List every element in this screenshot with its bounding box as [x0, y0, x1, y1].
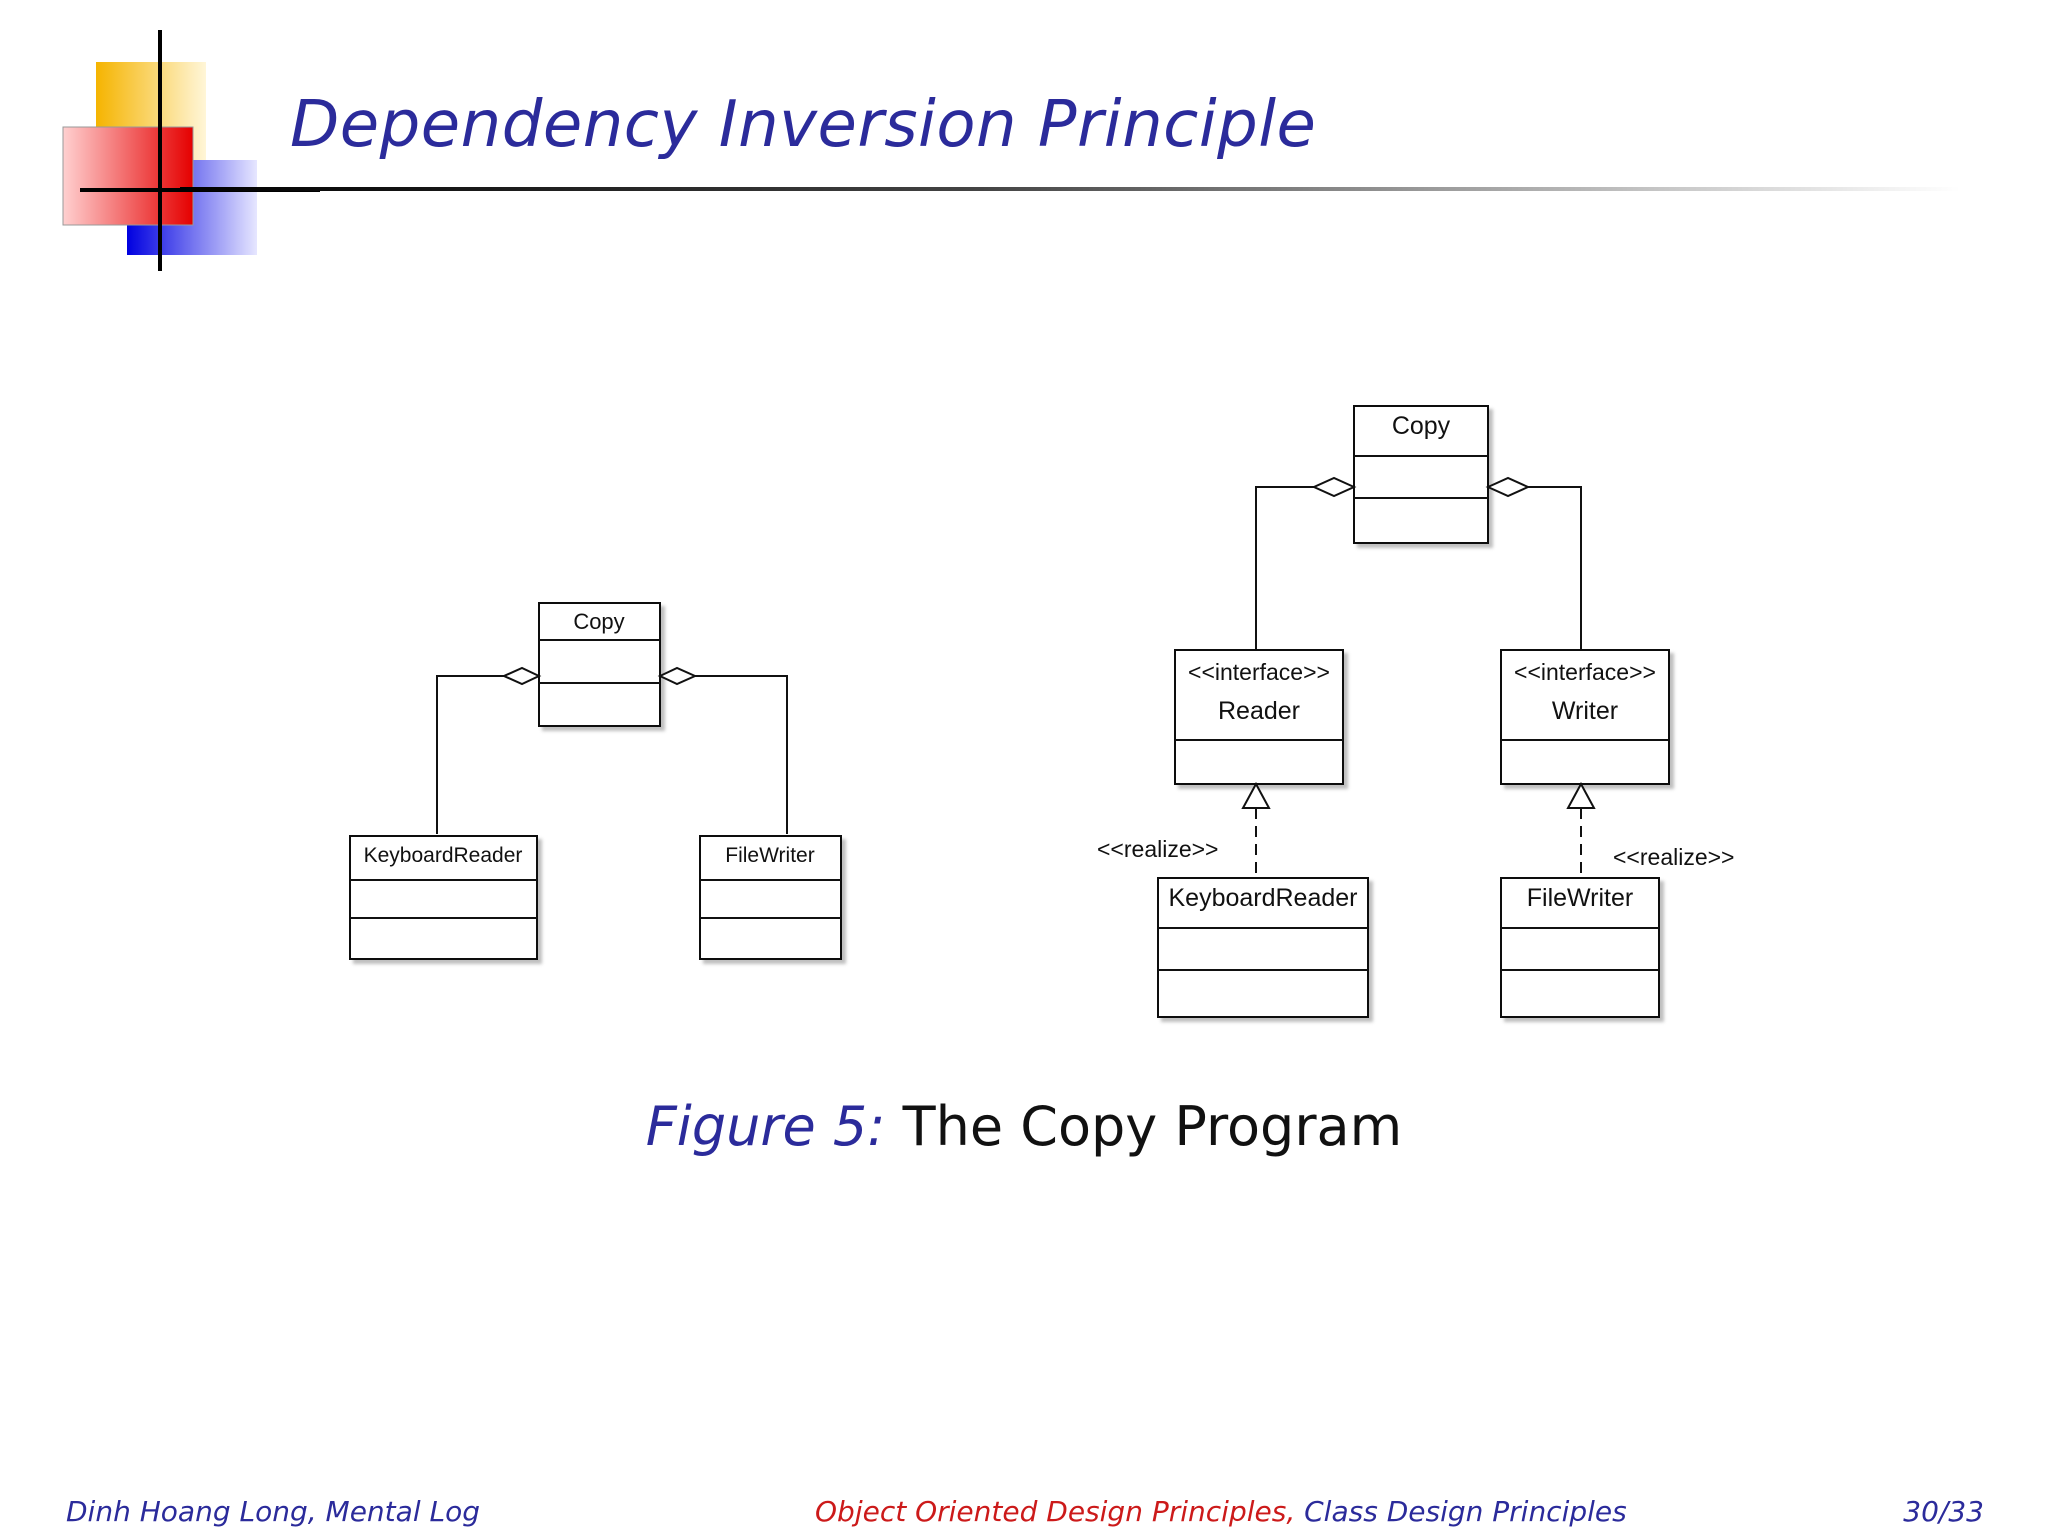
- writer-name: Writer: [1552, 697, 1618, 725]
- right-keyboardreader-class: KeyboardReader: [1157, 877, 1369, 1018]
- figure-caption-label: Figure 5:: [645, 1095, 886, 1158]
- reader-stereotype: <<interface>>: [1188, 659, 1330, 685]
- slide-title: Dependency Inversion Principle: [290, 88, 1317, 162]
- right-aggregation-diamond-writer: [1485, 476, 1531, 498]
- right-diagram: Copy <<interface>> Reader <<interface>> …: [1097, 405, 1734, 1018]
- left-filewriter-label: FileWriter: [725, 844, 814, 867]
- footer-author: Dinh Hoang Long, Mental Log: [66, 1495, 480, 1528]
- left-keyboardreader-label: KeyboardReader: [364, 844, 523, 867]
- left-copy-class: Copy: [538, 602, 661, 727]
- writer-interface-class: <<interface>> Writer: [1500, 649, 1670, 785]
- left-keyboardreader-class: KeyboardReader: [349, 835, 538, 960]
- slide-logo-icon: [62, 30, 320, 271]
- figure-caption-text: The Copy Program: [902, 1095, 1403, 1158]
- uml-diagram: Copy KeyboardReader FileWriter: [349, 405, 1734, 1018]
- footer-section[interactable]: Object Oriented Design Principles: [815, 1495, 1287, 1528]
- reader-name: Reader: [1218, 697, 1300, 725]
- left-copy-label: Copy: [573, 609, 624, 634]
- left-filewriter-class: FileWriter: [699, 835, 842, 960]
- footer-separator: ,: [1286, 1495, 1296, 1528]
- right-copy-class: Copy: [1353, 405, 1489, 544]
- left-aggregation-diamond-writer: [657, 666, 698, 686]
- reader-interface-class: <<interface>> Reader: [1174, 649, 1344, 785]
- left-aggregation-diamond-reader: [501, 666, 542, 686]
- right-aggregation-diamond-reader: [1311, 476, 1357, 498]
- title-rule: [180, 187, 1960, 191]
- right-filewriter-class: FileWriter: [1500, 877, 1660, 1018]
- footer-page-number: 30/33: [1903, 1495, 1984, 1528]
- realize-label-right: <<realize>>: [1613, 844, 1734, 870]
- right-keyboardreader-label: KeyboardReader: [1168, 884, 1357, 912]
- left-diagram: Copy KeyboardReader FileWriter: [349, 602, 842, 960]
- realize-label-left: <<realize>>: [1097, 836, 1218, 862]
- right-filewriter-label: FileWriter: [1527, 884, 1633, 912]
- writer-stereotype: <<interface>>: [1514, 659, 1656, 685]
- footer-section-title: Object Oriented Design Principles, Class…: [815, 1495, 1627, 1528]
- writer-realization-arrowhead: [1566, 781, 1596, 809]
- right-copy-label: Copy: [1392, 412, 1451, 440]
- footer-subsection[interactable]: Class Design Principles: [1304, 1495, 1627, 1528]
- reader-realization-arrowhead: [1241, 781, 1271, 809]
- figure-caption: Figure 5: The Copy Program: [0, 1095, 2048, 1158]
